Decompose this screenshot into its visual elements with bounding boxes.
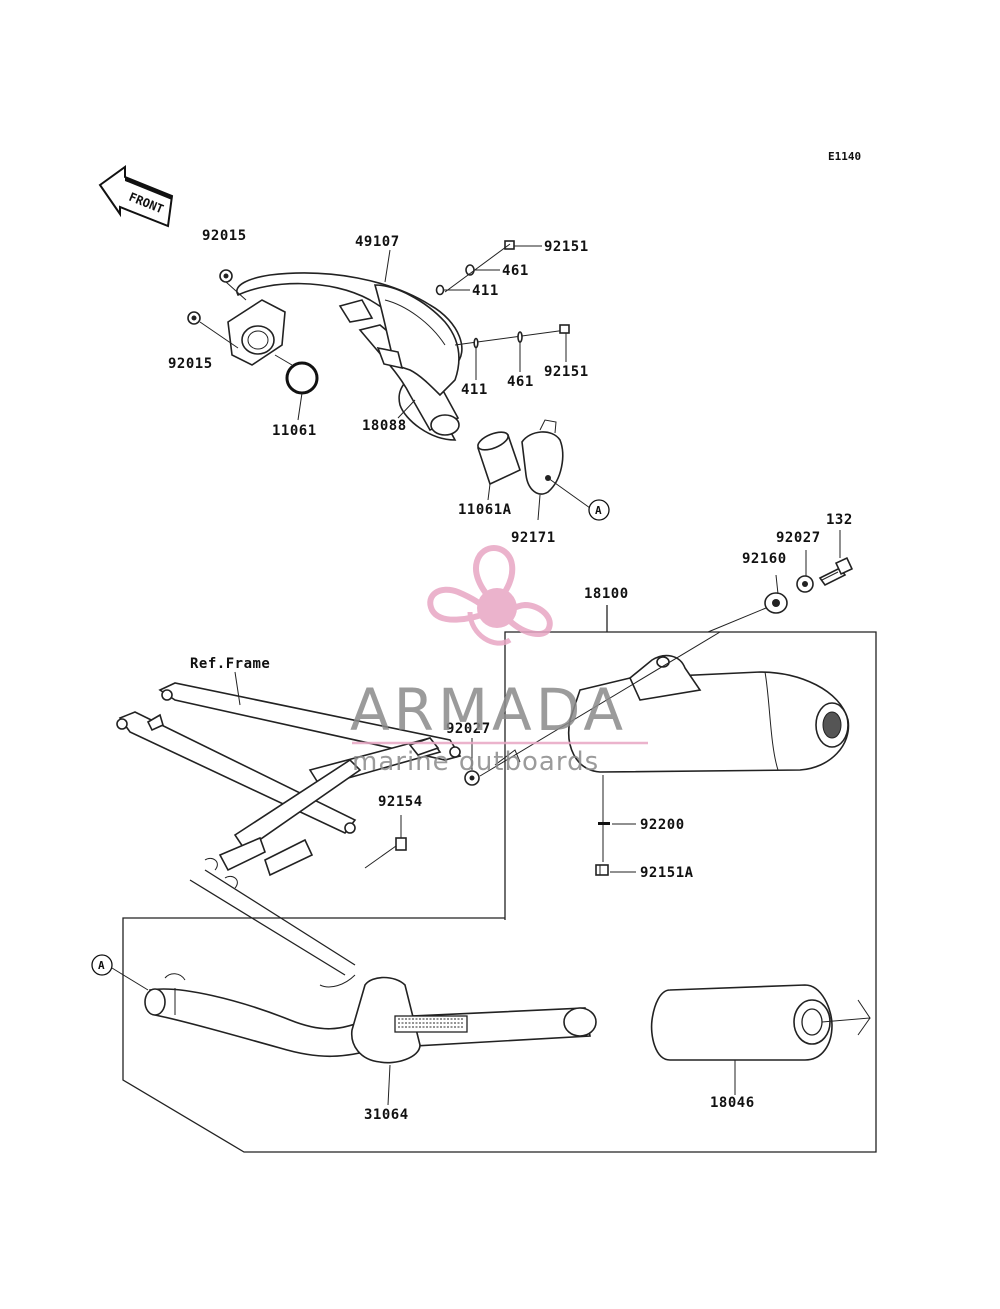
diagram-code: E1140 — [828, 150, 861, 163]
bolt-92151A — [595, 864, 609, 876]
bolt-92151-top — [504, 240, 515, 250]
label-92171: 92171 — [511, 530, 556, 546]
bolt-132 — [818, 556, 854, 587]
propeller-logo-icon — [427, 544, 553, 646]
label-92015-top: 92015 — [202, 228, 247, 244]
collar-92027-mid — [464, 770, 480, 786]
label-132: 132 — [826, 512, 853, 528]
heat-shield-31064 — [351, 976, 468, 1064]
label-18046: 18046 — [710, 1095, 755, 1111]
label-18100: 18100 — [584, 586, 629, 602]
clamp-92171 — [521, 419, 564, 495]
label-49107: 49107 — [355, 234, 400, 250]
label-92160: 92160 — [742, 551, 787, 567]
label-461-top: 461 — [502, 263, 529, 279]
label-411-bottom: 411 — [461, 382, 488, 398]
bolt-92154 — [395, 815, 407, 851]
label-31064: 31064 — [364, 1107, 409, 1123]
washer-461-bottom — [517, 331, 523, 343]
collar-92027-top — [796, 575, 814, 593]
label-92151A: 92151A — [640, 865, 694, 881]
gasket-11061 — [285, 361, 319, 395]
bolt-92151-bottom — [559, 324, 570, 334]
svg-text:A: A — [595, 504, 602, 517]
label-11061: 11061 — [272, 423, 317, 439]
heat-guard-49107 — [338, 284, 460, 397]
label-92027-top: 92027 — [776, 530, 821, 546]
label-11061A: 11061A — [458, 502, 512, 518]
label-92154: 92154 — [378, 794, 423, 810]
label-18088: 18088 — [362, 418, 407, 434]
nut-92015-top — [219, 269, 233, 283]
sub-frame — [116, 682, 462, 889]
silencer-body-18046 — [650, 984, 833, 1061]
label-92027-mid: 92027 — [446, 721, 491, 737]
front-arrow-icon: FRONT — [98, 165, 174, 228]
label-461-bottom: 461 — [507, 374, 534, 390]
washer-92200 — [598, 822, 610, 825]
sleeve-11061A — [477, 431, 521, 486]
label-92200: 92200 — [640, 817, 685, 833]
label-92151-top: 92151 — [544, 239, 589, 255]
washer-411-bottom — [473, 337, 479, 349]
svg-text:A: A — [98, 959, 105, 972]
watermark-tagline: marine outboards — [352, 747, 599, 777]
label-411-top: 411 — [472, 283, 499, 299]
ref-marker-bottom: A — [91, 954, 113, 976]
damper-92160 — [764, 592, 788, 614]
silencer-18100 — [568, 654, 850, 773]
ref-marker-top: A — [588, 499, 610, 521]
label-92015-left: 92015 — [168, 356, 213, 372]
label-92151-bottom: 92151 — [544, 364, 589, 380]
washer-411-top — [435, 284, 445, 296]
armada-watermark: ARMADA marine outboards — [350, 544, 648, 777]
nut-92015-left — [187, 311, 201, 325]
watermark-brand: ARMADA — [350, 676, 627, 744]
label-ref-frame: Ref.Frame — [190, 656, 270, 672]
